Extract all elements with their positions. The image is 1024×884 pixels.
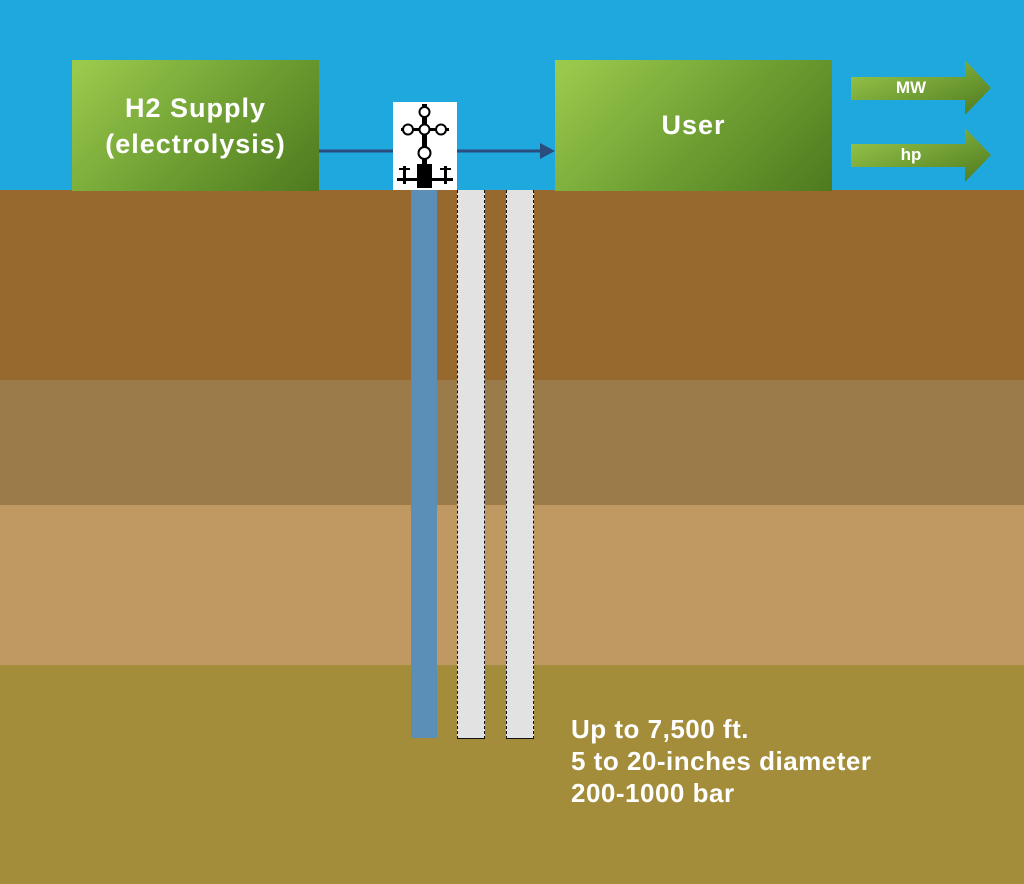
supply-line1: H2 Supply [124,92,266,123]
output-hp: hp [900,145,922,164]
mw-arrow-icon [851,60,991,115]
casing-pipe-2 [506,190,534,739]
flow-arrowhead-icon [540,143,555,159]
wellhead-christmas-tree-icon [397,104,453,188]
output-mw: MW [895,78,927,97]
pressure-text: 200-1000 bar [571,778,735,808]
hp-arrow-icon [851,128,991,182]
flow-line [319,60,991,182]
user-label: User [661,110,726,140]
depth-text: Up to 7,500 ft. [571,714,749,744]
h2-well-pipe [411,190,437,738]
well-specs: Up to 7,500 ft. 5 to 20-inches diameter … [571,713,872,809]
casing-pipe-1 [457,190,485,739]
wellhead [393,102,457,190]
h2-supply-box: H2 Supply (electrolysis) [72,60,319,191]
diameter-text: 5 to 20-inches diameter [571,746,872,776]
supply-line2: (electrolysis) [105,128,286,159]
user-box: User [555,60,832,191]
